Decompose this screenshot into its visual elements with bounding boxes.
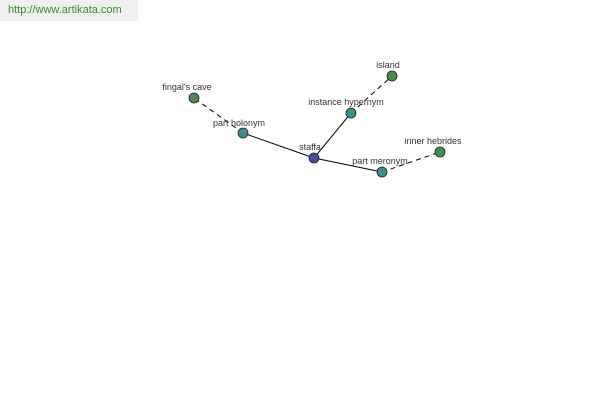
node-instance-hypernym[interactable]	[345, 107, 357, 119]
node-part-holonym[interactable]	[237, 127, 249, 139]
edge-instance-hypernym-island	[350, 75, 393, 114]
edge-staffa-instance-hypernym	[313, 112, 352, 159]
edge-staffa-part-meronym	[313, 157, 383, 173]
node-staffa[interactable]	[308, 152, 320, 164]
label-fingals-cave: fingal's cave	[162, 82, 211, 92]
site-link[interactable]: http://www.artikata.com	[0, 0, 138, 21]
label-part-holonym: part holonym	[213, 118, 265, 128]
edge-staffa-part-holonym	[242, 132, 315, 159]
label-island: island	[376, 60, 400, 70]
edge-part-holonym-fingals-cave	[193, 97, 244, 134]
node-part-meronym[interactable]	[376, 166, 388, 178]
node-island[interactable]	[386, 70, 398, 82]
label-instance-hypernym: instance hypernym	[308, 97, 384, 107]
label-inner-hebrides: inner hebrides	[404, 136, 462, 146]
node-fingals-cave[interactable]	[188, 92, 200, 104]
node-inner-hebrides[interactable]	[434, 146, 446, 158]
label-staffa: staffa	[299, 142, 321, 152]
edge-part-meronym-inner-hebrides	[381, 151, 441, 173]
label-part-meronym: part meronym	[352, 156, 408, 166]
